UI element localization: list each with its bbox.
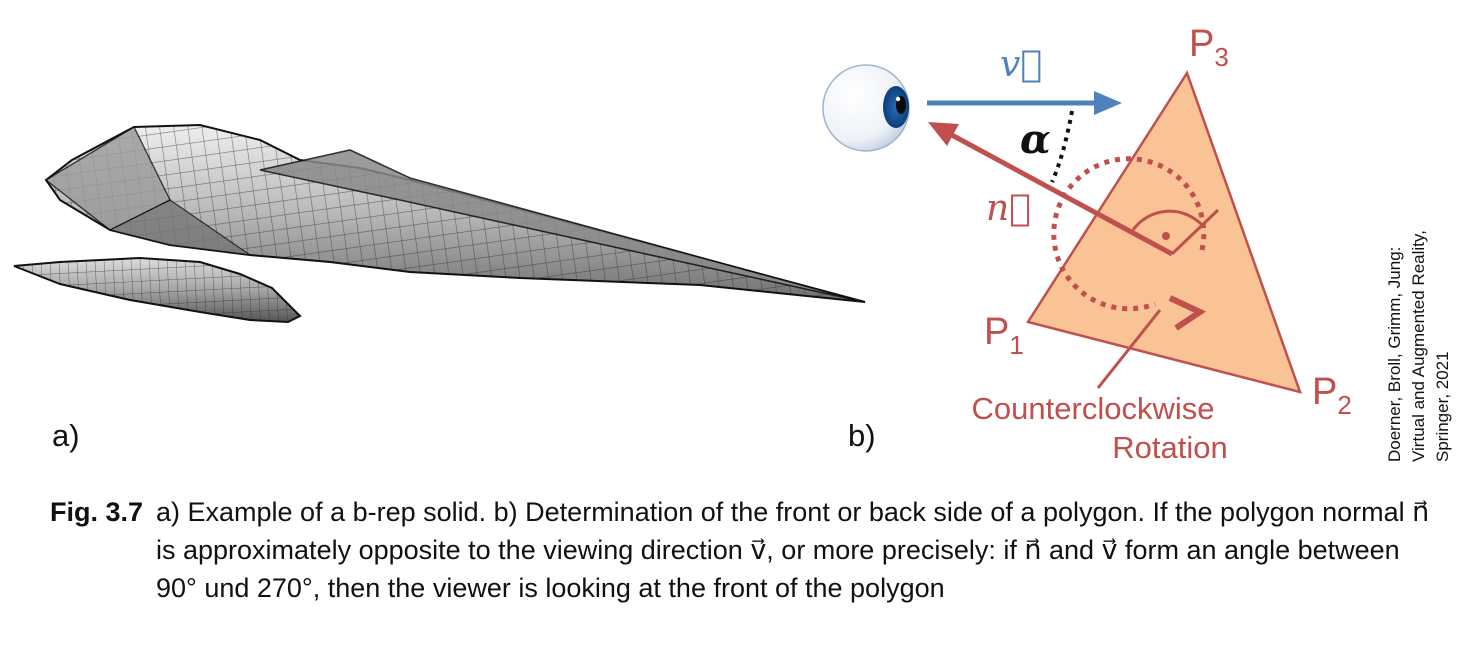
brep-solid xyxy=(13,123,866,324)
rotation-label-line1: Counterclockwise xyxy=(972,391,1215,426)
svg-text:P3: P3 xyxy=(1189,23,1229,72)
svg-text:P2: P2 xyxy=(1312,371,1352,420)
vertex-p3-label: P3 xyxy=(1189,23,1229,72)
credit-line: Doerner, Broll, Grimm, Jung: xyxy=(1385,246,1404,462)
view-direction-arrow xyxy=(927,91,1122,115)
dorsal-ridge xyxy=(259,149,861,302)
polygon-triangle xyxy=(1026,70,1302,394)
right-angle-marker xyxy=(1131,208,1220,256)
vector-n-label: n⃗ xyxy=(986,188,1031,229)
caption-text: a) Example of a b-rep solid. b) Determin… xyxy=(156,497,1430,603)
credit-line: Springer, 2021 xyxy=(1433,351,1452,462)
caption-number: Fig. 3.7 xyxy=(50,497,144,527)
angle-alpha-label: α xyxy=(1020,116,1051,163)
vertex-p1-label: P1 xyxy=(984,311,1024,360)
rotation-arc xyxy=(1051,156,1207,331)
vector-v-label: v⃗ xyxy=(1000,44,1042,85)
panel-a-label: a) xyxy=(52,418,80,453)
nose-facet-lower xyxy=(108,199,251,256)
side-pod-mesh xyxy=(14,258,300,322)
rotation-pointer xyxy=(1096,309,1162,389)
normal-arrow xyxy=(928,122,1174,257)
panel-b-label: b) xyxy=(848,418,876,453)
eye-icon xyxy=(822,64,910,152)
vertex-p2-label: P2 xyxy=(1312,371,1352,420)
svg-text:P1: P1 xyxy=(984,311,1024,360)
rotation-label-line2: Rotation xyxy=(1112,430,1227,465)
credit-line: Virtual and Augmented Reality, xyxy=(1409,230,1428,462)
angle-arc xyxy=(1050,110,1074,183)
credit-note: Doerner, Broll, Grimm, Jung: Virtual and… xyxy=(1383,222,1455,462)
